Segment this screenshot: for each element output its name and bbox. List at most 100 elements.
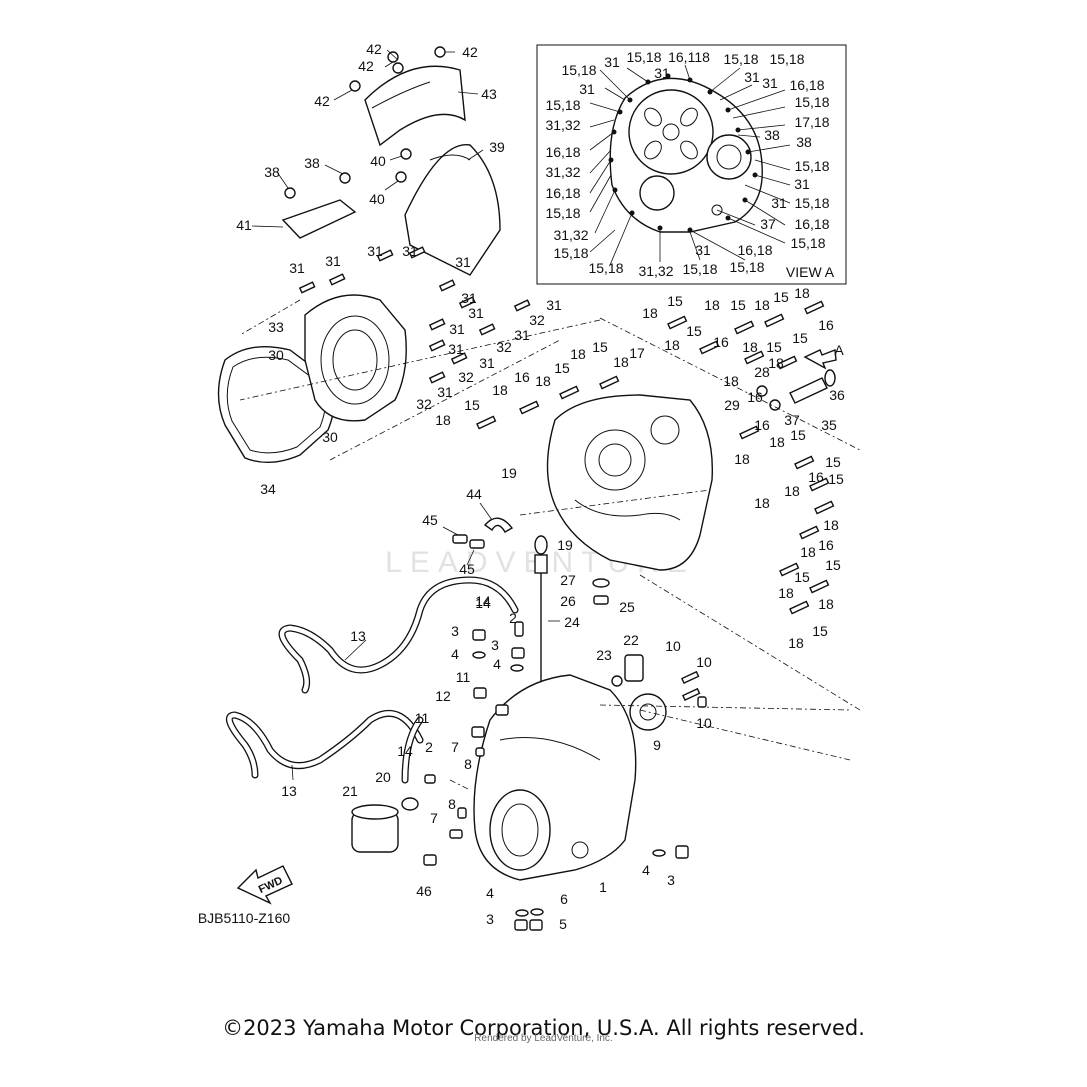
svg-text:18: 18 bbox=[664, 337, 680, 353]
svg-text:40: 40 bbox=[370, 153, 386, 169]
hoses-13 bbox=[225, 576, 519, 784]
svg-text:3: 3 bbox=[451, 623, 459, 639]
fwd-arrow-icon: FWD bbox=[236, 865, 293, 905]
svg-text:15,18: 15,18 bbox=[769, 51, 804, 67]
svg-text:13: 13 bbox=[281, 783, 297, 799]
svg-text:2: 2 bbox=[425, 739, 433, 755]
svg-text:29: 29 bbox=[724, 397, 740, 413]
svg-text:12: 12 bbox=[435, 688, 451, 704]
svg-text:42: 42 bbox=[366, 41, 382, 57]
svg-text:15: 15 bbox=[828, 471, 844, 487]
svg-text:44: 44 bbox=[466, 486, 482, 502]
svg-text:18: 18 bbox=[435, 412, 451, 428]
svg-text:31,32: 31,32 bbox=[545, 164, 580, 180]
copyright-notice: ©2023 Yamaha Motor Corporation, U.S.A. A… bbox=[222, 1016, 865, 1040]
svg-text:42: 42 bbox=[462, 44, 478, 60]
view-a-title: VIEW A bbox=[786, 264, 835, 280]
svg-text:31: 31 bbox=[289, 260, 305, 276]
lower-dash-leaders bbox=[449, 704, 851, 791]
svg-text:15: 15 bbox=[794, 569, 810, 585]
svg-text:18: 18 bbox=[778, 585, 794, 601]
svg-text:15,18: 15,18 bbox=[723, 51, 758, 67]
svg-text:11: 11 bbox=[456, 669, 471, 685]
svg-text:4: 4 bbox=[486, 885, 494, 901]
svg-text:18: 18 bbox=[788, 635, 804, 651]
svg-text:15,18: 15,18 bbox=[794, 94, 829, 110]
svg-text:16,18: 16,18 bbox=[545, 185, 580, 201]
svg-text:18: 18 bbox=[704, 297, 720, 313]
svg-text:2: 2 bbox=[509, 610, 517, 626]
svg-text:8: 8 bbox=[448, 796, 456, 812]
svg-text:17: 17 bbox=[629, 345, 645, 361]
gear-9 bbox=[629, 693, 667, 731]
parts-44-45 bbox=[442, 502, 514, 566]
plugs-26-27 bbox=[592, 578, 610, 605]
svg-text:31: 31 bbox=[744, 69, 760, 85]
svg-text:15: 15 bbox=[766, 339, 782, 355]
svg-text:15,18: 15,18 bbox=[553, 245, 588, 261]
svg-text:37: 37 bbox=[760, 216, 776, 232]
svg-text:15,18: 15,18 bbox=[794, 195, 829, 211]
view-arrow: A bbox=[803, 342, 844, 370]
svg-text:27: 27 bbox=[560, 572, 576, 588]
svg-text:3: 3 bbox=[667, 872, 675, 888]
svg-text:15: 15 bbox=[554, 360, 570, 376]
svg-text:16,18: 16,18 bbox=[545, 144, 580, 160]
top-labels: 42 42 42 42 43 39 40 40 38 38 41 bbox=[236, 41, 505, 233]
svg-text:18: 18 bbox=[723, 373, 739, 389]
case-labels: 15 18 18 15 18 15 18 16 15 18 16 18 15 1… bbox=[435, 285, 845, 651]
svg-text:16: 16 bbox=[713, 334, 729, 350]
svg-text:23: 23 bbox=[596, 647, 612, 663]
svg-text:15,18: 15,18 bbox=[790, 235, 825, 251]
svg-text:15,18: 15,18 bbox=[626, 49, 661, 65]
svg-text:15,18: 15,18 bbox=[794, 158, 829, 174]
view-a-labels: 15,18 31 15,18 31 16,118 15,18 15,18 31 … bbox=[545, 49, 834, 280]
svg-text:31: 31 bbox=[437, 384, 453, 400]
svg-text:4: 4 bbox=[642, 862, 650, 878]
svg-text:16: 16 bbox=[818, 317, 834, 333]
svg-text:38: 38 bbox=[796, 134, 812, 150]
svg-text:30: 30 bbox=[322, 429, 338, 445]
svg-text:31: 31 bbox=[604, 54, 620, 70]
svg-text:32: 32 bbox=[529, 312, 545, 328]
svg-text:7: 7 bbox=[451, 739, 459, 755]
svg-text:A: A bbox=[834, 342, 844, 358]
svg-text:31: 31 bbox=[479, 355, 495, 371]
svg-text:31,32: 31,32 bbox=[638, 263, 673, 279]
filter-20-21 bbox=[351, 797, 419, 853]
small-parts bbox=[423, 621, 707, 931]
svg-text:18: 18 bbox=[535, 373, 551, 389]
svg-text:15: 15 bbox=[667, 293, 683, 309]
svg-text:42: 42 bbox=[358, 58, 374, 74]
svg-text:18: 18 bbox=[784, 483, 800, 499]
svg-text:16,18: 16,18 bbox=[794, 216, 829, 232]
svg-text:45: 45 bbox=[459, 561, 475, 577]
svg-text:18: 18 bbox=[794, 285, 810, 301]
svg-text:46: 46 bbox=[416, 883, 432, 899]
svg-text:19: 19 bbox=[501, 465, 517, 481]
cover-leaders bbox=[239, 299, 601, 461]
svg-text:31: 31 bbox=[402, 243, 418, 259]
svg-text:15: 15 bbox=[812, 623, 828, 639]
svg-text:6: 6 bbox=[560, 891, 568, 907]
case-bolts-15-16-18 bbox=[476, 300, 835, 615]
svg-text:45: 45 bbox=[422, 512, 438, 528]
labels-24-26-27: 24 27 26 bbox=[560, 572, 580, 630]
svg-text:37: 37 bbox=[784, 412, 800, 428]
svg-text:16: 16 bbox=[818, 537, 834, 553]
svg-text:31: 31 bbox=[461, 290, 477, 306]
svg-text:41: 41 bbox=[236, 217, 252, 233]
svg-text:32: 32 bbox=[458, 369, 474, 385]
svg-text:11: 11 bbox=[415, 710, 430, 726]
sleeve-22-23 bbox=[611, 654, 644, 687]
lower-labels: 14 2 3 3 4 4 11 12 11 2 7 8 20 21 8 7 46… bbox=[342, 593, 712, 932]
svg-text:7: 7 bbox=[430, 810, 438, 826]
view-a-cover-drawing bbox=[609, 77, 763, 233]
svg-text:16: 16 bbox=[754, 417, 770, 433]
svg-text:38: 38 bbox=[764, 127, 780, 143]
svg-text:3: 3 bbox=[486, 911, 494, 927]
right-parts-35-36-37 bbox=[756, 369, 836, 411]
bracket-41 bbox=[281, 199, 357, 239]
svg-text:15,18: 15,18 bbox=[588, 260, 623, 276]
svg-text:38: 38 bbox=[304, 155, 320, 171]
